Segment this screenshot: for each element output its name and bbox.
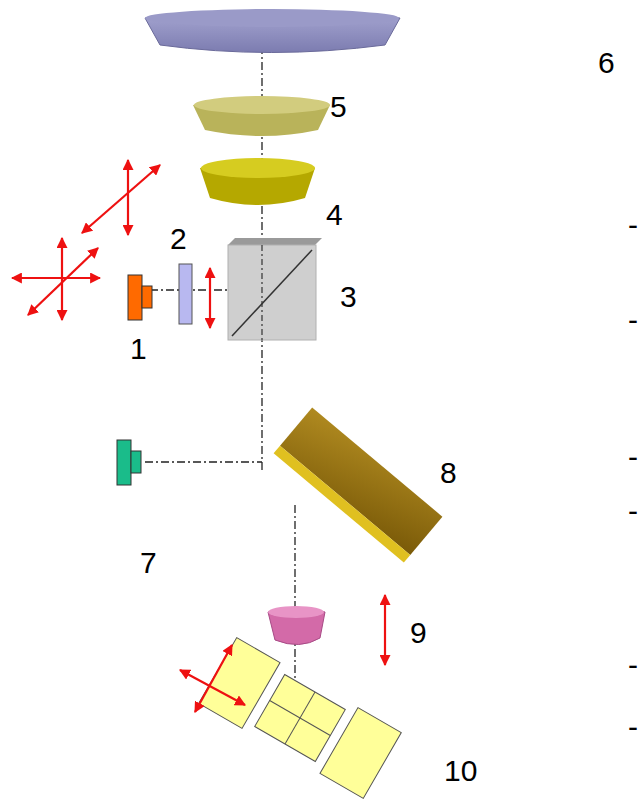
- callout-number: 7: [140, 548, 157, 578]
- callout-number: 10: [444, 756, 477, 786]
- callout-number: -: [628, 305, 638, 335]
- callout-number: -: [628, 650, 638, 680]
- callout-number: 3: [340, 282, 357, 312]
- callout-number: 2: [170, 224, 187, 254]
- callout-number: 4: [326, 200, 343, 230]
- callout-number: 6: [598, 48, 615, 78]
- callout-number: -: [628, 442, 638, 472]
- callout-number: 5: [330, 92, 347, 122]
- callout-number: 1: [130, 334, 147, 364]
- callout-number: 8: [440, 458, 457, 488]
- callout-number: -: [628, 496, 638, 526]
- callout-number: -: [628, 210, 638, 240]
- callout-number: 9: [410, 618, 427, 648]
- callout-number: -: [628, 712, 638, 742]
